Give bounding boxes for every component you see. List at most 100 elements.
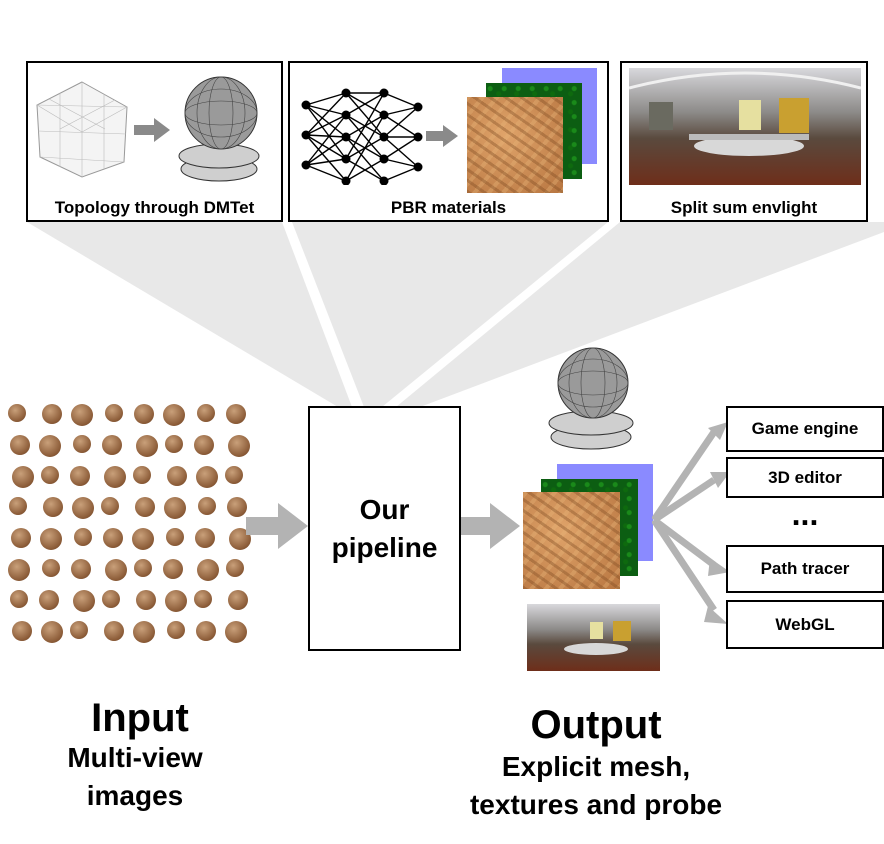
view-thumbnail	[225, 466, 243, 484]
view-thumbnail	[136, 435, 158, 457]
output-texture-albedo	[523, 492, 620, 589]
view-thumbnail	[105, 559, 127, 581]
view-thumbnail	[10, 590, 28, 608]
target-arrows	[652, 422, 730, 624]
arrow-pipeline-to-output	[460, 503, 520, 549]
view-thumbnail	[41, 466, 59, 484]
view-thumbnail	[134, 559, 152, 577]
environment-probe-image	[629, 68, 861, 185]
view-thumbnail	[40, 528, 62, 550]
view-thumbnail	[70, 466, 90, 486]
view-thumbnail	[102, 435, 122, 455]
pipeline-label-line2: pipeline	[331, 532, 438, 563]
view-thumbnail	[197, 559, 219, 581]
view-thumbnail	[42, 404, 62, 424]
view-thumbnail	[196, 621, 216, 641]
pipeline-box: Our pipeline	[308, 406, 461, 651]
pbr-panel: PBR materials	[288, 61, 609, 222]
view-thumbnail	[226, 559, 244, 577]
view-thumbnail	[39, 590, 59, 610]
arrow-input-to-pipeline	[246, 503, 308, 549]
output-mesh-icon	[548, 347, 634, 450]
view-thumbnail	[105, 404, 123, 422]
output-title: Output	[530, 703, 662, 747]
view-thumbnail	[164, 497, 186, 519]
target-path-tracer: Path tracer	[726, 545, 884, 593]
view-thumbnail	[73, 590, 95, 612]
arrow-icon	[426, 125, 458, 147]
room-panorama-icon	[564, 621, 631, 655]
view-thumbnail	[228, 435, 250, 457]
topology-panel: Topology through DMTet	[26, 61, 283, 222]
view-thumbnail	[135, 497, 155, 517]
target-ellipsis: ...	[791, 496, 819, 532]
view-thumbnail	[12, 621, 32, 641]
arrow-icon	[134, 118, 170, 142]
view-thumbnail	[167, 621, 185, 639]
view-thumbnail	[165, 590, 187, 612]
envlight-label: Split sum envlight	[670, 198, 818, 217]
output-probe-image	[527, 604, 660, 671]
view-thumbnail	[70, 621, 88, 639]
view-thumbnail	[197, 404, 215, 422]
view-thumbnail	[163, 404, 185, 426]
view-thumbnail	[133, 621, 155, 643]
view-thumbnail	[133, 466, 151, 484]
view-thumbnail	[166, 528, 184, 546]
target-3d-editor: 3D editor	[726, 457, 884, 498]
view-thumbnail	[227, 497, 247, 517]
view-thumbnail	[136, 590, 156, 610]
view-thumbnail	[104, 621, 124, 641]
view-thumbnail	[8, 404, 26, 422]
view-thumbnail	[72, 497, 94, 519]
view-thumbnail	[42, 559, 60, 577]
view-thumbnail	[39, 435, 61, 457]
view-thumbnail	[195, 528, 215, 548]
view-thumbnail	[104, 466, 126, 488]
view-thumbnail	[74, 528, 92, 546]
view-thumbnail	[228, 590, 248, 610]
view-thumbnail	[11, 528, 31, 548]
view-thumbnail	[73, 435, 91, 453]
pipeline-label-line1: Our	[359, 494, 410, 525]
view-thumbnail	[165, 435, 183, 453]
input-title: Input	[91, 696, 189, 740]
topology-label: Topology through DMTet	[54, 198, 255, 217]
wireframe-cube-icon	[36, 81, 128, 178]
view-thumbnail	[198, 497, 216, 515]
view-thumbnail	[41, 621, 63, 643]
target-webgl: WebGL	[726, 600, 884, 649]
multi-view-image-grid	[8, 400, 253, 650]
view-thumbnail	[10, 435, 30, 455]
input-subtitle-line2: images	[86, 780, 184, 811]
room-panorama-icon	[629, 71, 861, 156]
view-thumbnail	[194, 435, 214, 455]
output-subtitle-line2: textures and probe	[469, 789, 723, 820]
view-thumbnail	[12, 466, 34, 488]
view-thumbnail	[167, 466, 187, 486]
view-thumbnail	[163, 559, 183, 579]
texture-albedo-map	[467, 97, 563, 193]
view-thumbnail	[194, 590, 212, 608]
output-subtitle-line1: Explicit mesh,	[501, 751, 691, 782]
view-thumbnail	[102, 590, 120, 608]
view-thumbnail	[8, 559, 30, 581]
view-thumbnail	[9, 497, 27, 515]
view-thumbnail	[71, 559, 91, 579]
view-thumbnail	[103, 528, 123, 548]
view-thumbnail	[101, 497, 119, 515]
target-game-engine: Game engine	[726, 406, 884, 452]
view-thumbnail	[196, 466, 218, 488]
input-subtitle-line1: Multi-view	[67, 742, 203, 773]
view-thumbnail	[229, 528, 251, 550]
view-thumbnail	[225, 621, 247, 643]
view-thumbnail	[71, 404, 93, 426]
neural-network-icon	[301, 88, 423, 185]
view-thumbnail	[134, 404, 154, 424]
envlight-panel: Split sum envlight	[620, 61, 868, 222]
pbr-label: PBR materials	[390, 198, 507, 217]
view-thumbnail	[43, 497, 63, 517]
wireframe-sphere-mesh-icon	[178, 76, 260, 182]
view-thumbnail	[132, 528, 154, 550]
